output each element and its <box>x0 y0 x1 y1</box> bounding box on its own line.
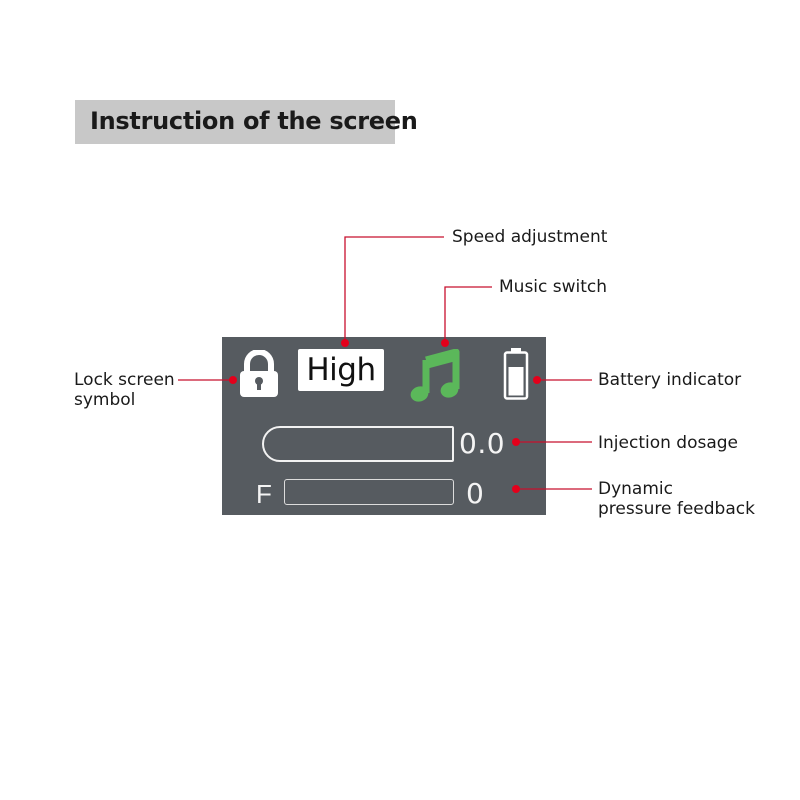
speed-indicator[interactable]: High <box>298 349 384 391</box>
pressure-callout-label-line1: Dynamic <box>598 479 673 499</box>
injection-dosage-value: 0.0 <box>459 427 506 460</box>
pressure-feedback-bar <box>284 479 454 505</box>
music-note-icon[interactable] <box>409 349 463 405</box>
music-callout-label: Music switch <box>499 277 608 297</box>
music-callout-dot <box>441 339 449 347</box>
speed-value: High <box>306 352 376 388</box>
pressure-feedback-value: 0 <box>466 477 484 510</box>
battery-callout-dot <box>533 376 541 384</box>
lock-callout-label-line2: symbol <box>74 390 136 410</box>
injection-dosage-bar <box>262 426 454 462</box>
lock-icon <box>240 350 278 397</box>
battery-callout-label: Battery indicator <box>598 370 742 390</box>
pressure-prefix: F <box>256 479 272 509</box>
pressure-callout-dot <box>512 485 520 493</box>
speed-callout-dot <box>341 339 349 347</box>
lock-callout-label: Lock screen symbol <box>74 370 175 410</box>
music-callout-line <box>444 286 492 343</box>
speed-callout-line <box>344 236 444 343</box>
lock-callout-label-line1: Lock screen <box>74 370 175 390</box>
dosage-callout-label: Injection dosage <box>598 433 739 453</box>
lock-callout-dot <box>229 376 237 384</box>
page-title: Instruction of the screen <box>90 107 418 135</box>
title-banner: Instruction of the screen <box>75 100 418 144</box>
pressure-callout-label: Dynamic pressure feedback <box>598 479 755 519</box>
pressure-callout-label-line2: pressure feedback <box>598 499 755 519</box>
dosage-callout-dot <box>512 438 520 446</box>
device-screen: High 0.0 F 0 <box>222 337 546 515</box>
battery-icon <box>503 348 529 400</box>
speed-callout-label: Speed adjustment <box>452 227 608 247</box>
